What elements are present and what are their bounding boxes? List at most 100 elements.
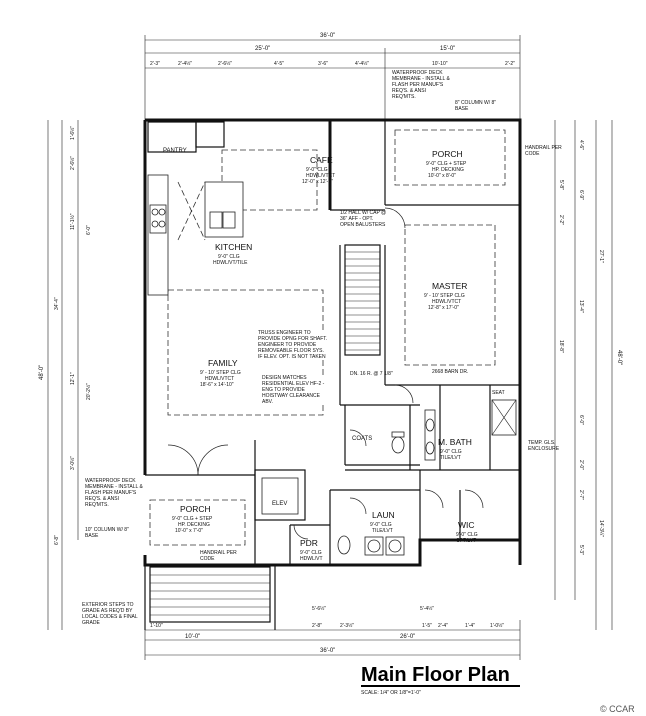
svg-text:5'-4½": 5'-4½" <box>420 605 434 612</box>
left-dimensions: 48'-0" 34'-4" 6'-8" 1'-6½" 2'-6½" 11'-1½… <box>39 120 92 630</box>
note-column-top: 8" COLUMN W/ 8" BASE <box>455 100 497 112</box>
svg-text:18'-6" x 14'-10": 18'-6" x 14'-10" <box>200 382 234 388</box>
plan-title: Main Floor Plan <box>361 664 510 686</box>
doors <box>167 207 513 540</box>
note-waterproof-top: WATERPROOF DECK MEMBRANE - INSTALL & FLA… <box>392 70 450 100</box>
exterior-walls <box>143 118 522 567</box>
svg-text:2'-6½": 2'-6½" <box>218 60 232 67</box>
svg-text:10'-0" x 7'-0": 10'-0" x 7'-0" <box>175 528 203 534</box>
note-handrail-bottom: HANDRAIL PER CODE <box>200 550 237 562</box>
svg-text:13'-4": 13'-4" <box>578 300 584 313</box>
svg-text:12'-8" x 17'-0": 12'-8" x 17'-0" <box>428 305 459 311</box>
svg-text:2'-2": 2'-2" <box>558 215 564 225</box>
svg-text:HP. DECKING: HP. DECKING <box>178 522 210 528</box>
note-seat: SEAT <box>492 390 505 396</box>
bottom-dimensions: 1'-10"2'-8"2'-3½" 1'-5"2'-4"1'-4"1'-0½" … <box>144 605 521 660</box>
overall-width-bottom: 36'-0" <box>320 648 335 654</box>
svg-text:12'-1": 12'-1" <box>70 372 76 385</box>
note-exterior-steps: EXTERIOR STEPS TO GRADE AS REQ'D BY LOCA… <box>82 602 138 626</box>
svg-text:1'-5": 1'-5" <box>422 623 432 629</box>
room-mbath-name: M. BATH <box>438 437 472 447</box>
svg-text:4'-4½": 4'-4½" <box>355 60 369 67</box>
svg-text:2'-8": 2'-8" <box>312 623 322 629</box>
overall-depth: 48'-0" <box>39 365 45 380</box>
svg-text:5'-8": 5'-8" <box>558 180 564 190</box>
svg-text:CPT/LVT: CPT/LVT <box>456 538 476 544</box>
svg-text:HP. DECKING: HP. DECKING <box>432 167 464 173</box>
svg-text:5'-3": 5'-3" <box>578 545 584 555</box>
svg-text:6'-0": 6'-0" <box>578 415 584 425</box>
svg-text:6'-8": 6'-8" <box>54 535 60 545</box>
svg-text:34'-4": 34'-4" <box>54 297 60 310</box>
room-elev-name: ELEV <box>272 501 287 507</box>
room-master-name: MASTER <box>432 281 467 291</box>
svg-text:2'-6½": 2'-6½" <box>69 156 76 170</box>
overall-depth-right: 48'-0" <box>616 350 622 365</box>
room-wic-name: WIC <box>458 520 475 530</box>
dim-top-right: 15'-0" <box>440 46 455 52</box>
svg-text:9'-0" CLG: 9'-0" CLG <box>456 532 478 538</box>
svg-text:9'-0" CLG + STEP: 9'-0" CLG + STEP <box>172 516 213 522</box>
note-temp-enclosure: TEMP. GLS. ENCLOSURE <box>528 440 560 452</box>
svg-text:4'-5": 4'-5" <box>274 61 284 67</box>
note-barn-door: 2668 BARN DR. <box>432 369 468 375</box>
svg-text:3'-6": 3'-6" <box>318 61 328 67</box>
room-pantry-name: PANTRY <box>163 148 187 154</box>
interior-stairs: DN. 16 R. @ 7 1/8" <box>344 244 393 377</box>
note-column-bottom: 10" COLUMN W/ 8" BASE <box>85 527 129 539</box>
svg-text:1'-10": 1'-10" <box>150 623 163 629</box>
room-kitchen-name: KITCHEN <box>215 242 252 252</box>
note-truss: TRUSS ENGINEER TO PROVIDE OPNG FOR SHAFT… <box>258 330 328 360</box>
svg-text:11'-1½": 11'-1½" <box>69 213 76 230</box>
svg-text:1'-0½": 1'-0½" <box>490 622 504 629</box>
svg-text:5'-6½": 5'-6½" <box>312 605 326 612</box>
ccar-logo: © CCAR <box>600 704 635 714</box>
note-handrail-top: HANDRAIL PER CODE <box>525 145 562 157</box>
room-family-name: FAMILY <box>208 358 238 368</box>
svg-text:TILE/LVT: TILE/LVT <box>372 528 393 534</box>
svg-text:10'-10": 10'-10" <box>432 61 448 67</box>
svg-text:9'-0" CLG + STEP: 9'-0" CLG + STEP <box>426 161 467 167</box>
svg-text:10'-0" x 8'-0": 10'-0" x 8'-0" <box>428 173 456 179</box>
note-half-wall: 1/2 HALL W/ CAP @ 36" AFF - OPT. OPEN BA… <box>340 210 387 228</box>
svg-text:27'-1": 27'-1" <box>598 250 604 263</box>
plan-scale: SCALE: 1/4" OR 1/8"=1'-0" <box>361 690 421 696</box>
svg-text:20'-2½": 20'-2½" <box>85 383 92 400</box>
dim-bottom-left: 10'-0" <box>185 634 200 640</box>
annotation-notes: WATERPROOF DECK MEMBRANE - INSTALL & FLA… <box>82 70 562 626</box>
dim-bottom-right: 26'-0" <box>400 634 415 640</box>
interior-walls <box>145 121 520 565</box>
top-dimensions: 36'-0" 25'-0" 15'-0" 2'-3"2'-4½"2'-6½" 4… <box>144 33 521 120</box>
svg-text:9' - 10' STEP CLG: 9' - 10' STEP CLG <box>424 293 465 299</box>
svg-text:2'-0": 2'-0" <box>578 460 584 470</box>
svg-text:9'-0" CLG: 9'-0" CLG <box>306 167 328 173</box>
room-coats-name: COATS <box>352 436 372 442</box>
svg-text:12'-0" x 12'-5": 12'-0" x 12'-5" <box>302 179 333 185</box>
svg-text:2'-3": 2'-3" <box>150 61 160 67</box>
room-porch-bottom-name: PORCH <box>180 504 211 514</box>
svg-text:6'-0": 6'-0" <box>86 225 92 235</box>
svg-text:4'-6": 4'-6" <box>578 140 584 150</box>
svg-text:9' - 10' STEP CLG: 9' - 10' STEP CLG <box>200 370 241 376</box>
svg-text:6'-9": 6'-9" <box>578 190 584 200</box>
bath-fixtures <box>261 399 517 556</box>
note-design: DESIGN MATCHES RESIDENTIAL ELEV HF-2 - E… <box>262 375 328 405</box>
svg-text:HDWL/VT/TILE: HDWL/VT/TILE <box>213 260 248 266</box>
svg-text:HDWL/VT: HDWL/VT <box>300 556 323 562</box>
svg-text:1'-4": 1'-4" <box>465 623 475 629</box>
kitchen-fixtures <box>147 174 244 296</box>
svg-text:2'-2": 2'-2" <box>505 61 515 67</box>
svg-text:HDWL/VTCT: HDWL/VTCT <box>432 299 461 305</box>
overall-width-top: 36'-0" <box>320 33 335 39</box>
svg-text:18'-8": 18'-8" <box>558 340 564 353</box>
dim-top-left: 25'-0" <box>255 46 270 52</box>
svg-text:2'-3½": 2'-3½" <box>340 622 354 629</box>
svg-text:1'-6½": 1'-6½" <box>69 126 76 140</box>
right-dimensions: 48'-0" 27'-1" 14'-3¼" 4'-6" 6'-9" 13'-4"… <box>554 120 622 630</box>
room-labels: CAFE 9'-0" CLG HDWL/VTCT 12'-0" x 12'-5"… <box>163 148 478 562</box>
svg-text:TILE/LVT: TILE/LVT <box>440 455 461 461</box>
note-waterproof-bottom: WATERPROOF DECK MEMBRANE - INSTALL & FLA… <box>85 478 143 508</box>
svg-text:2'-7": 2'-7" <box>578 490 584 500</box>
svg-text:3'-0½": 3'-0½" <box>69 456 76 470</box>
room-laun-name: LAUN <box>372 510 395 520</box>
